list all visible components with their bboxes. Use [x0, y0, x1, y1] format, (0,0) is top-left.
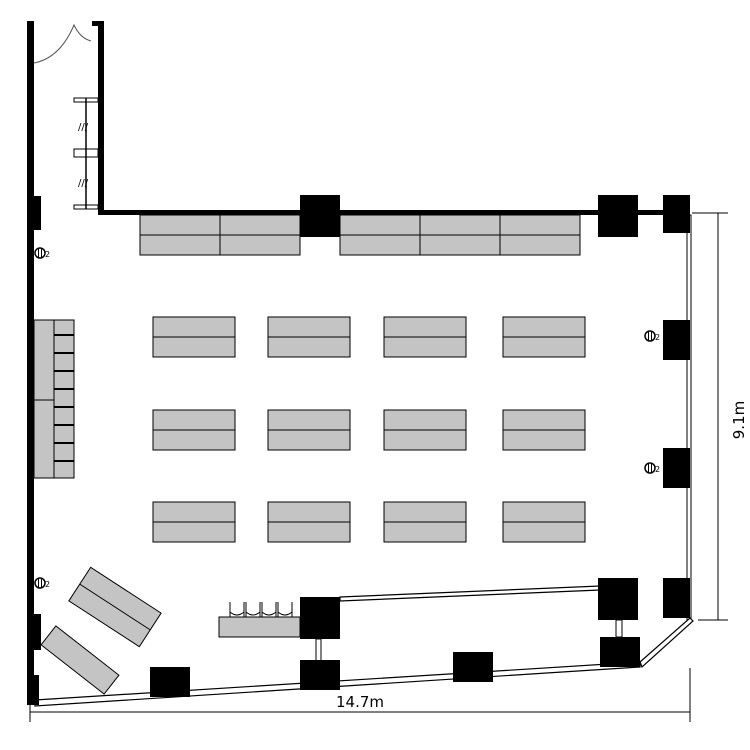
dimension-width: 14.7m — [29, 668, 691, 722]
table — [152, 316, 236, 358]
outlet-count: 2 — [655, 465, 660, 474]
svg-text:///: /// — [78, 178, 89, 189]
table — [267, 409, 351, 451]
table — [267, 316, 351, 358]
table — [152, 409, 236, 451]
outlet-icon: 2 — [644, 330, 660, 342]
columns — [150, 195, 690, 697]
width-label: 14.7m — [336, 693, 384, 711]
outlet-icon: 2 — [644, 462, 660, 474]
outlet-icons: 2 2 2 2 — [34, 247, 660, 589]
table — [152, 501, 236, 543]
door-swing — [33, 23, 92, 64]
chair — [261, 602, 277, 617]
table — [383, 501, 467, 543]
chair — [229, 602, 245, 617]
left-shelf — [33, 319, 75, 479]
wall-tables — [139, 214, 581, 256]
svg-text:///: /// — [78, 122, 89, 133]
dimension-depth: 9.1m — [692, 212, 748, 621]
chair — [277, 602, 293, 617]
coat-rack: /// /// — [73, 97, 99, 210]
angled-tables — [40, 566, 162, 695]
outlet-count: 2 — [45, 250, 50, 259]
table — [502, 316, 586, 358]
table — [502, 409, 586, 451]
table — [267, 501, 351, 543]
outlet-icon: 2 — [34, 577, 50, 589]
chair — [245, 602, 261, 617]
table-grid — [152, 316, 586, 543]
outlet-icon: 2 — [34, 247, 50, 259]
outlet-count: 2 — [655, 333, 660, 342]
table — [502, 501, 586, 543]
table — [383, 409, 467, 451]
depth-label: 9.1m — [730, 401, 748, 439]
table — [383, 316, 467, 358]
entrance-vestibule: /// /// — [27, 21, 104, 213]
counter — [218, 602, 301, 638]
outlet-count: 2 — [45, 580, 50, 589]
